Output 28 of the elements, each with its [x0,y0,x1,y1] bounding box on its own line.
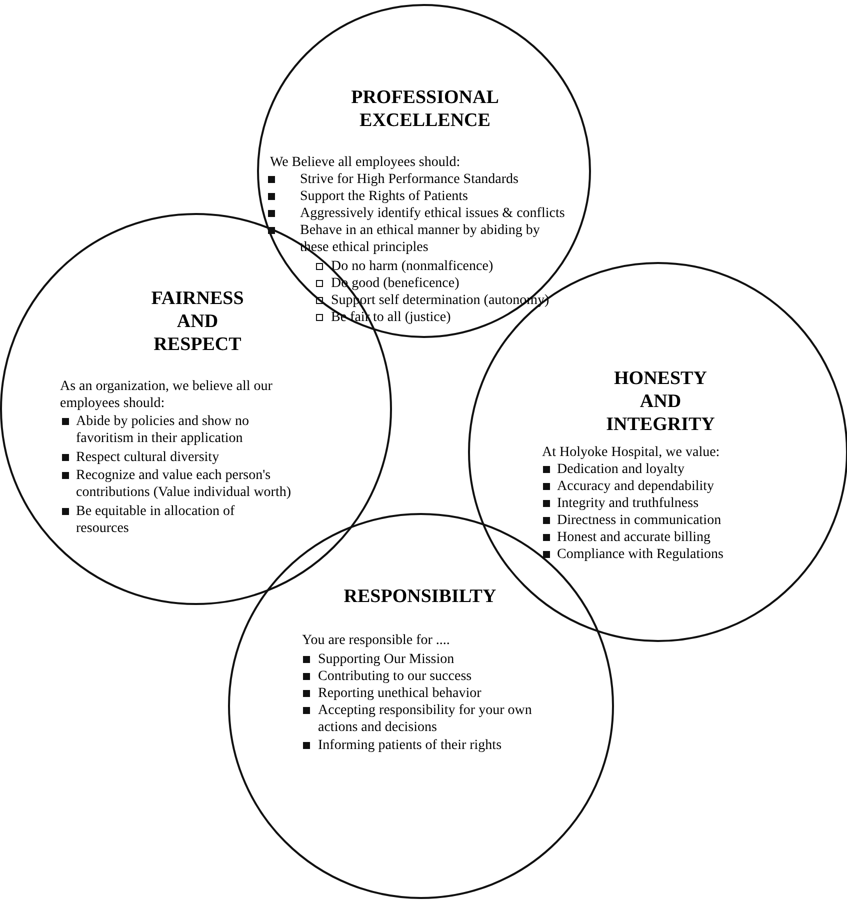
list-item-text: Supporting Our Mission [318,651,454,668]
list-item-text: Be equitable in allocation of resources [76,503,236,537]
list-item-text: Directness in communication [557,512,722,529]
list-item-text: Accepting responsibility for your own actions and decisions [318,702,533,736]
list-item-text: Respect cultural diversity [76,449,220,466]
list-item-text: Contributing to our success [318,668,472,685]
list-item-text: Accuracy and dependability [557,478,714,495]
value-circle [257,4,591,338]
list-item-text: Aggressively identify ethical issues & conflicts [300,205,565,222]
list-item-text: Abide by policies and show no favoritism in their application [76,413,250,447]
list-item-text: Informing patients of their rights [318,737,502,754]
list-item-text: Honest and accurate billing [557,529,711,546]
circle-heading: PROFESSIONAL EXCELLENCE [350,86,500,132]
list-item-text: Integrity and truthfulness [557,495,699,512]
list-item-text: Strive for High Performance Standards [300,171,518,188]
list-item-text: Do no harm (nonmalficence) [331,258,494,275]
circle-heading: HONESTY AND INTEGRITY [605,367,716,436]
circle-heading: RESPONSIBILTY [342,585,498,608]
circle-heading: FAIRNESS AND RESPECT [150,287,245,356]
intro-text: You are responsible for .... [302,632,450,649]
intro-text: As an organization, we believe all our employees should: [60,378,274,412]
list-item-text: Compliance with Regulations [557,546,724,563]
list-item-text: Recognize and value each person's contributions (Value individual worth) [76,467,292,501]
list-item-text: Reporting unethical behavior [318,685,482,702]
intro-text: At Holyoke Hospital, we value: [542,444,720,461]
list-item-text: Support the Rights of Patients [300,188,468,205]
intro-text: We Believe all employees should: [270,154,460,171]
list-item-text: Dedication and loyalty [557,461,685,478]
